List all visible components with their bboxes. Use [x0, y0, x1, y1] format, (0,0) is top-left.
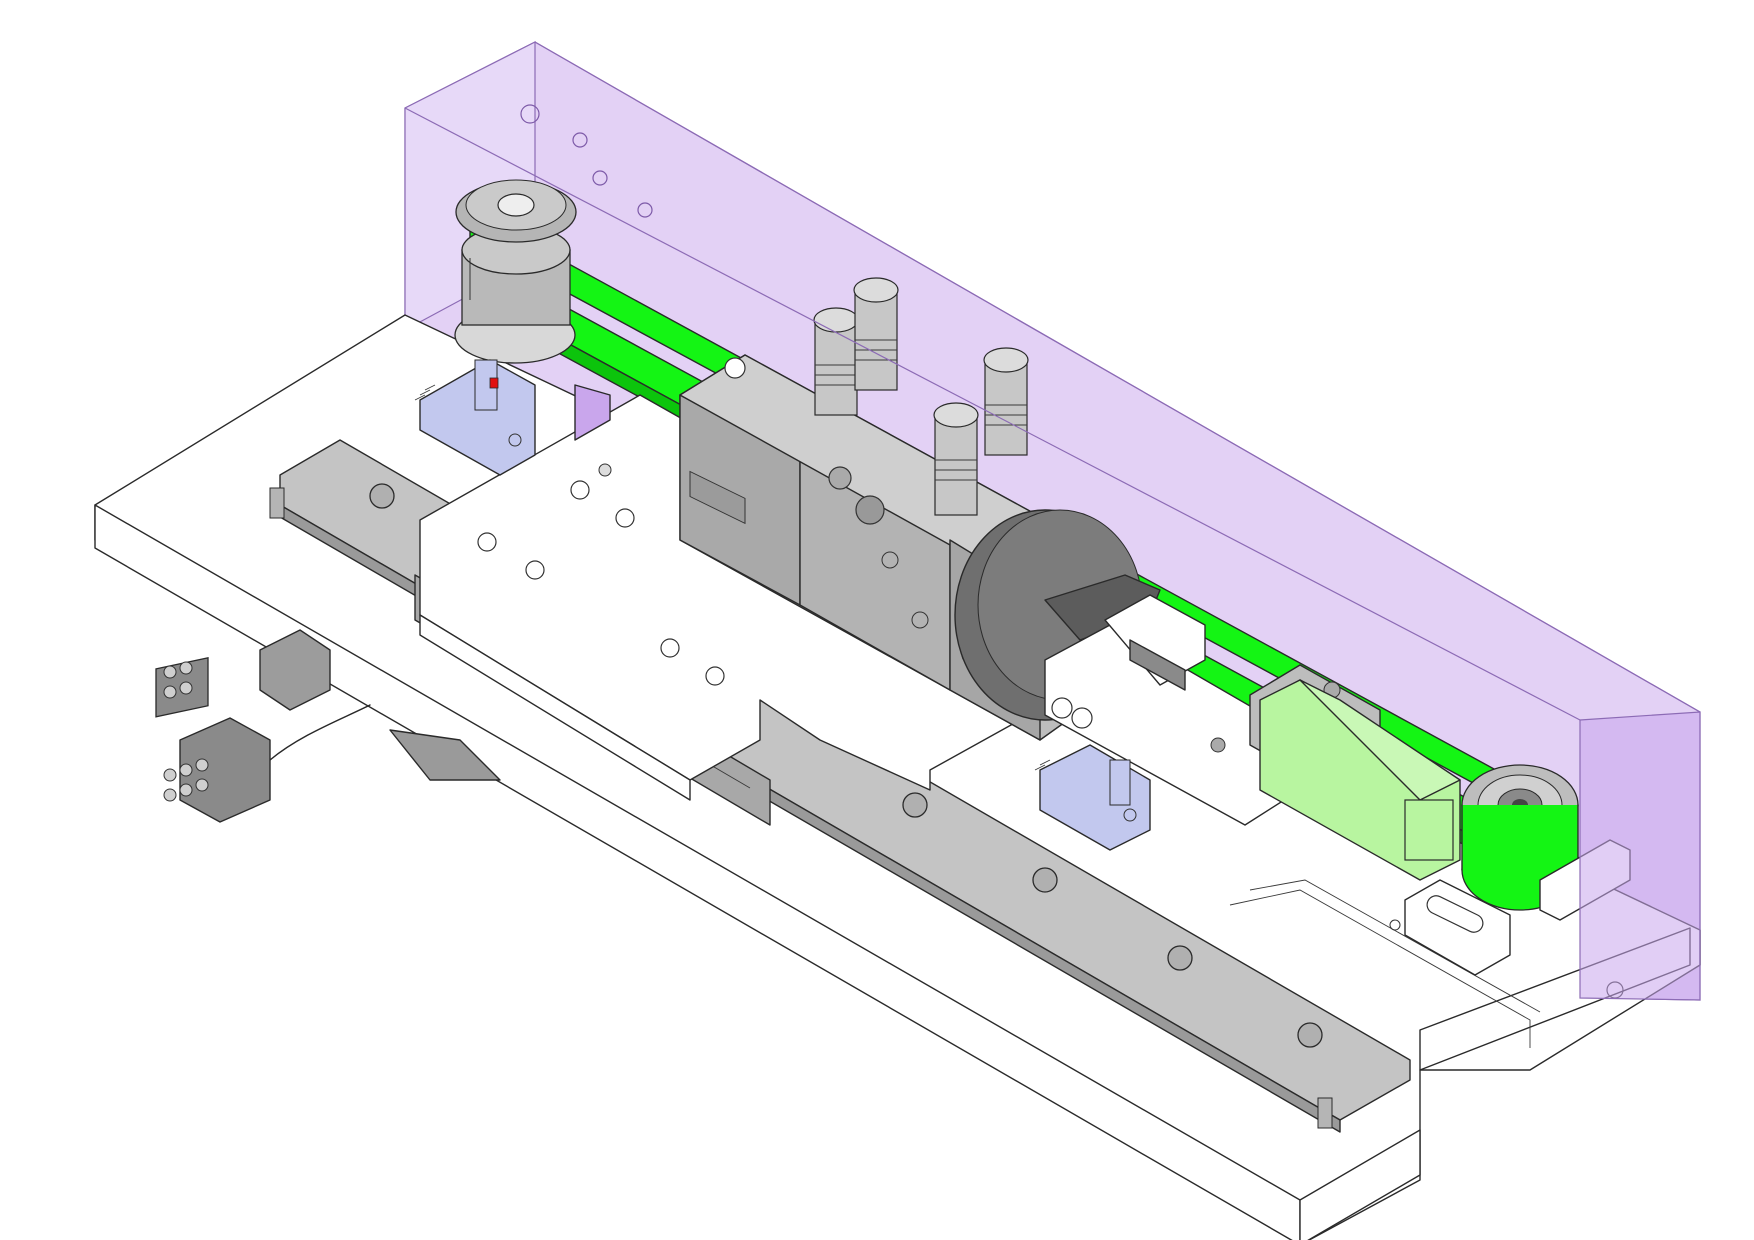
cable-harness [269, 704, 501, 781]
pneumatic-fitting-2 [853, 277, 899, 391]
pneumatic-fitting-4 [933, 402, 979, 516]
optical-sensor-2 [1034, 744, 1151, 851]
light-green-block [1259, 679, 1461, 881]
optical-sensor-1 [414, 359, 536, 476]
pneumatic-fitting-3 [983, 347, 1029, 456]
gripper-jaw [1044, 594, 1301, 826]
pneumatic-fitting-1 [813, 307, 859, 416]
drive-pulley [454, 179, 577, 364]
electrical-connector-upper [155, 629, 331, 718]
electrical-connector-lower [163, 717, 271, 823]
belt-guard-cover [404, 41, 1701, 1001]
sensor-bracket-purple [574, 384, 611, 441]
